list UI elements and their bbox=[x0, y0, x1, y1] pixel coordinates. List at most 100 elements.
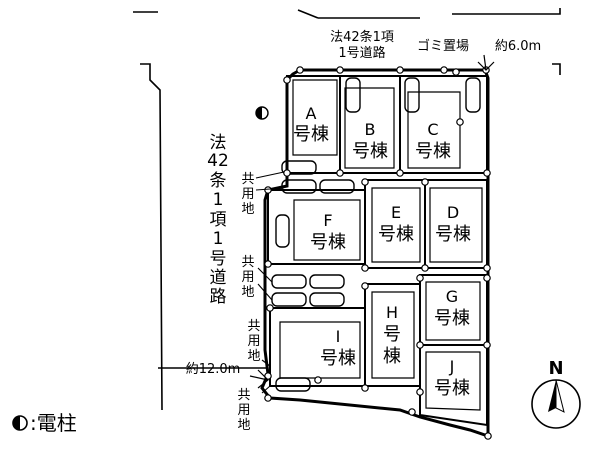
road-edge bbox=[452, 8, 561, 15]
parking-stall bbox=[309, 292, 345, 307]
lot-letter: J bbox=[449, 357, 455, 376]
building-footprints bbox=[279, 79, 483, 411]
common-land-char: 共 bbox=[241, 255, 254, 270]
road-west-char: 号 bbox=[210, 249, 227, 269]
boundary-marker bbox=[266, 304, 274, 312]
lot-word: 号棟 bbox=[435, 224, 471, 245]
building-footprint-c bbox=[407, 91, 461, 169]
boundary-marker bbox=[336, 66, 344, 74]
road-west-char: 項 bbox=[210, 210, 227, 230]
lot-word: 号棟 bbox=[310, 232, 346, 253]
legend-pole-icon bbox=[12, 415, 28, 431]
lot-word: 号棟 bbox=[352, 141, 388, 162]
building-footprint-g bbox=[425, 281, 481, 341]
building-footprint-f bbox=[293, 199, 361, 261]
parking-stall bbox=[404, 77, 420, 113]
arrow-width-north bbox=[477, 54, 495, 71]
boundary-marker bbox=[456, 118, 464, 126]
lot-letter: G bbox=[446, 287, 458, 306]
lot-letter: H bbox=[386, 303, 398, 322]
trash-area-label: ゴミ置場 bbox=[417, 38, 469, 54]
boundary-marker bbox=[264, 260, 272, 268]
lot-label-i: I 号棟 bbox=[320, 327, 356, 369]
boundary-marker bbox=[416, 388, 424, 396]
boundary-marker bbox=[440, 66, 448, 74]
leader-line bbox=[255, 171, 285, 191]
lot-label-c: C 号棟 bbox=[415, 120, 451, 162]
road-west-char: 法 bbox=[210, 133, 227, 153]
boundary-marker bbox=[361, 384, 369, 392]
lot-label-b: B 号棟 bbox=[352, 120, 388, 162]
utility-pole-icon bbox=[255, 106, 269, 120]
building-footprint-b bbox=[344, 87, 395, 169]
parking-stall bbox=[465, 77, 481, 113]
common-land-char: 用 bbox=[241, 187, 254, 202]
boundary-marker bbox=[484, 432, 492, 440]
boundary-marker bbox=[264, 186, 272, 194]
lot-label-h: H 号 棟 bbox=[383, 303, 401, 367]
leader-line bbox=[261, 385, 271, 394]
boundary-marker bbox=[283, 76, 291, 84]
common-land-char: 用 bbox=[241, 270, 254, 285]
road-west-char: 道 bbox=[210, 268, 227, 288]
lot-letter: I bbox=[336, 327, 341, 346]
lot-word: 号棟 bbox=[434, 308, 470, 329]
boundary-marker bbox=[361, 178, 369, 186]
boundary-marker bbox=[483, 169, 491, 177]
common-land-char: 地 bbox=[241, 285, 254, 300]
building-footprint-e bbox=[371, 187, 421, 263]
parking-stall bbox=[275, 377, 311, 392]
road-north-line2: 1号道路 bbox=[338, 45, 385, 61]
road-west-char: 42 bbox=[207, 151, 229, 171]
north-compass-icon: N bbox=[531, 358, 581, 429]
boundary-marker bbox=[336, 169, 344, 177]
boundary-marker bbox=[361, 282, 369, 290]
parking-stall bbox=[319, 179, 355, 194]
common-land-char: 地 bbox=[237, 418, 250, 433]
common-land-char: 共 bbox=[247, 319, 260, 334]
lot-word: 号棟 bbox=[434, 378, 470, 399]
boundary-marker bbox=[421, 264, 429, 272]
common-land-char: 地 bbox=[247, 349, 260, 364]
boundary-marker bbox=[408, 408, 416, 416]
text-labels: 法42条1項 1号道路 ゴミ置場 約6.0m 約12.0m 法 42 条 1 項… bbox=[186, 29, 541, 433]
boundary-marker bbox=[483, 264, 491, 272]
road-west-char: 路 bbox=[210, 287, 227, 307]
lot-letter: A bbox=[306, 104, 317, 123]
arrow-width-south bbox=[249, 369, 269, 389]
road-west-label: 法 42 条 1 項 1 号 道 路 bbox=[207, 133, 229, 307]
road-edge bbox=[140, 63, 163, 411]
parking-stall bbox=[275, 214, 290, 248]
common-land-label: 共 用 地 bbox=[241, 255, 254, 300]
parking-stall bbox=[345, 77, 361, 113]
road-edge bbox=[297, 9, 420, 19]
boundary-marker bbox=[416, 274, 424, 282]
boundary-marker bbox=[283, 169, 291, 177]
boundary-marker bbox=[416, 341, 424, 349]
road-edges bbox=[133, 8, 561, 411]
boundary-marker bbox=[264, 394, 272, 402]
lot-letter: F bbox=[323, 211, 332, 230]
common-land-char: 用 bbox=[247, 334, 260, 349]
leader-line bbox=[261, 359, 271, 367]
building-footprint-i bbox=[279, 321, 361, 379]
parking-stall bbox=[281, 179, 317, 194]
lot-label-f: F 号棟 bbox=[310, 211, 346, 253]
building-footprint-h bbox=[371, 291, 415, 379]
road-west-char: 1 bbox=[213, 229, 224, 249]
boundary-marker bbox=[483, 274, 491, 282]
lot-word-char: 号 bbox=[383, 324, 401, 345]
lot-word: 号棟 bbox=[415, 141, 451, 162]
boundary-marker bbox=[452, 68, 460, 76]
building-footprint-j bbox=[425, 351, 481, 411]
lot-letter: E bbox=[391, 203, 401, 222]
width-north-label: 約6.0m bbox=[495, 39, 541, 54]
lot-label-a: A 号棟 bbox=[293, 104, 329, 145]
legend: :電柱 bbox=[12, 411, 77, 435]
compass-label: N bbox=[548, 358, 563, 379]
common-land-label: 共 用 地 bbox=[241, 172, 254, 217]
lot-letter: D bbox=[447, 203, 459, 222]
lot-boundary-i bbox=[269, 307, 366, 387]
common-land-char: 地 bbox=[241, 202, 254, 217]
